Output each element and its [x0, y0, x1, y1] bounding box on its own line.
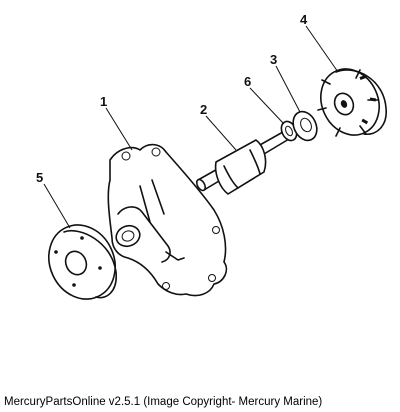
leader-lines: [43, 25, 339, 229]
callout-3: 3: [270, 52, 277, 67]
leader-3: [275, 65, 301, 113]
leader-1: [105, 107, 133, 151]
leader-4: [305, 25, 339, 73]
callout-5: 5: [36, 170, 43, 185]
leader-5: [43, 183, 71, 229]
leader-2: [205, 115, 237, 151]
callout-1: 1: [100, 94, 107, 109]
callout-6: 6: [244, 74, 251, 89]
part-5-flange: [48, 224, 117, 300]
part-3-bearing: [292, 110, 318, 142]
exploded-parts-diagram: 1 2 3 4 5 6: [36, 12, 387, 300]
callout-2: 2: [200, 102, 207, 117]
image-caption: MercuryPartsOnline v2.5.1 (Image Copyrig…: [4, 396, 323, 408]
leader-6: [249, 87, 285, 125]
callout-4: 4: [300, 12, 308, 27]
part-4-impeller: [317, 68, 387, 137]
part-1-pump-housing: [107, 143, 228, 297]
part-2-shaft: [195, 127, 295, 195]
